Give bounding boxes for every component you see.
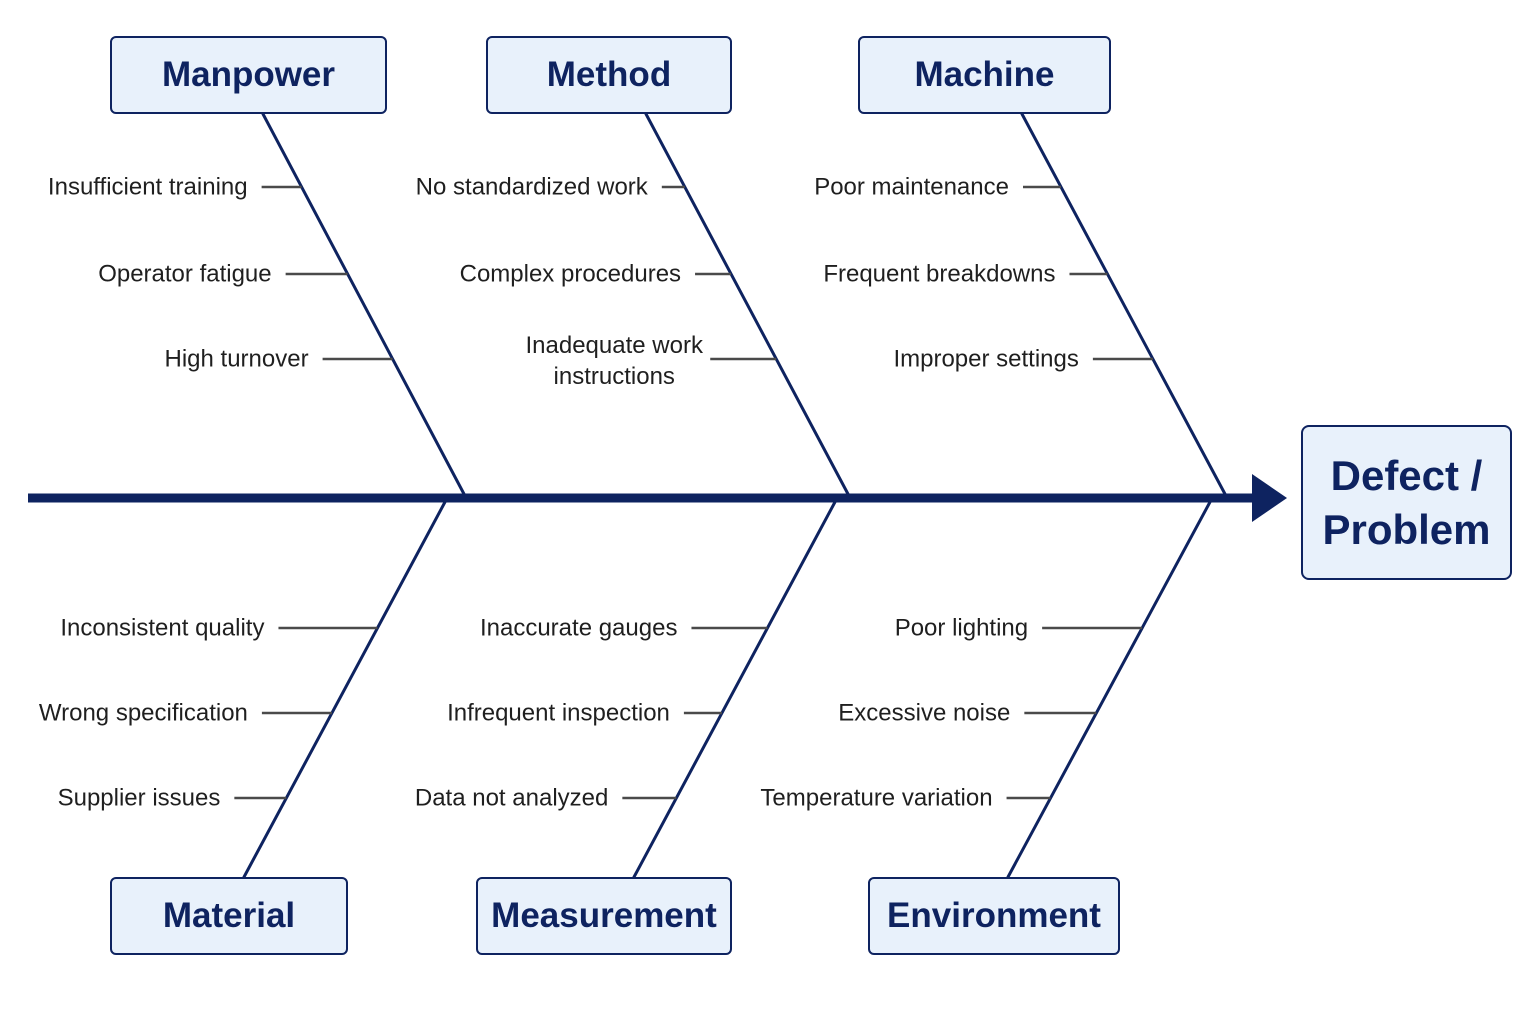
branch-manpower <box>261 112 466 496</box>
cause-label-inconsistent-quality: Inconsistent quality <box>60 614 264 641</box>
cause-label-wrong-specification: Wrong specification <box>39 699 248 726</box>
branch-method <box>644 112 850 496</box>
category-box-machine: Machine <box>858 36 1111 114</box>
cause-label-poor-lighting: Poor lighting <box>895 614 1028 641</box>
branch-measurement <box>632 500 837 879</box>
branch-machine <box>1020 112 1227 496</box>
cause-label-supplier-issues: Supplier issues <box>58 784 221 811</box>
cause-label-infrequent-inspection: Infrequent inspection <box>447 699 670 726</box>
cause-label-data-not-analyzed: Data not analyzed <box>415 784 608 811</box>
branch-environment <box>1006 500 1212 879</box>
cause-label-no-standardized-work: No standardized work <box>416 173 649 200</box>
category-box-environment: Environment <box>868 877 1120 955</box>
cause-label-improper-settings: Improper settings <box>893 345 1078 372</box>
category-box-measurement: Measurement <box>476 877 732 955</box>
cause-label-temperature-variation: Temperature variation <box>760 784 992 811</box>
branch-material <box>242 500 447 879</box>
category-box-manpower: Manpower <box>110 36 387 114</box>
cause-label-poor-maintenance: Poor maintenance <box>814 173 1009 200</box>
cause-label-frequent-breakdowns: Frequent breakdowns <box>823 260 1055 287</box>
category-box-material: Material <box>110 877 348 955</box>
cause-label-insufficient-training: Insufficient training <box>48 173 248 200</box>
cause-label-high-turnover: High turnover <box>165 345 309 372</box>
cause-label-excessive-noise: Excessive noise <box>838 699 1010 726</box>
cause-label-inaccurate-gauges: Inaccurate gauges <box>480 614 677 641</box>
spine-arrowhead <box>1252 474 1287 522</box>
effect-box: Defect / Problem <box>1301 425 1512 580</box>
cause-label-complex-procedures: Complex procedures <box>460 260 681 287</box>
cause-label-operator-fatigue: Operator fatigue <box>98 260 271 287</box>
category-box-method: Method <box>486 36 732 114</box>
